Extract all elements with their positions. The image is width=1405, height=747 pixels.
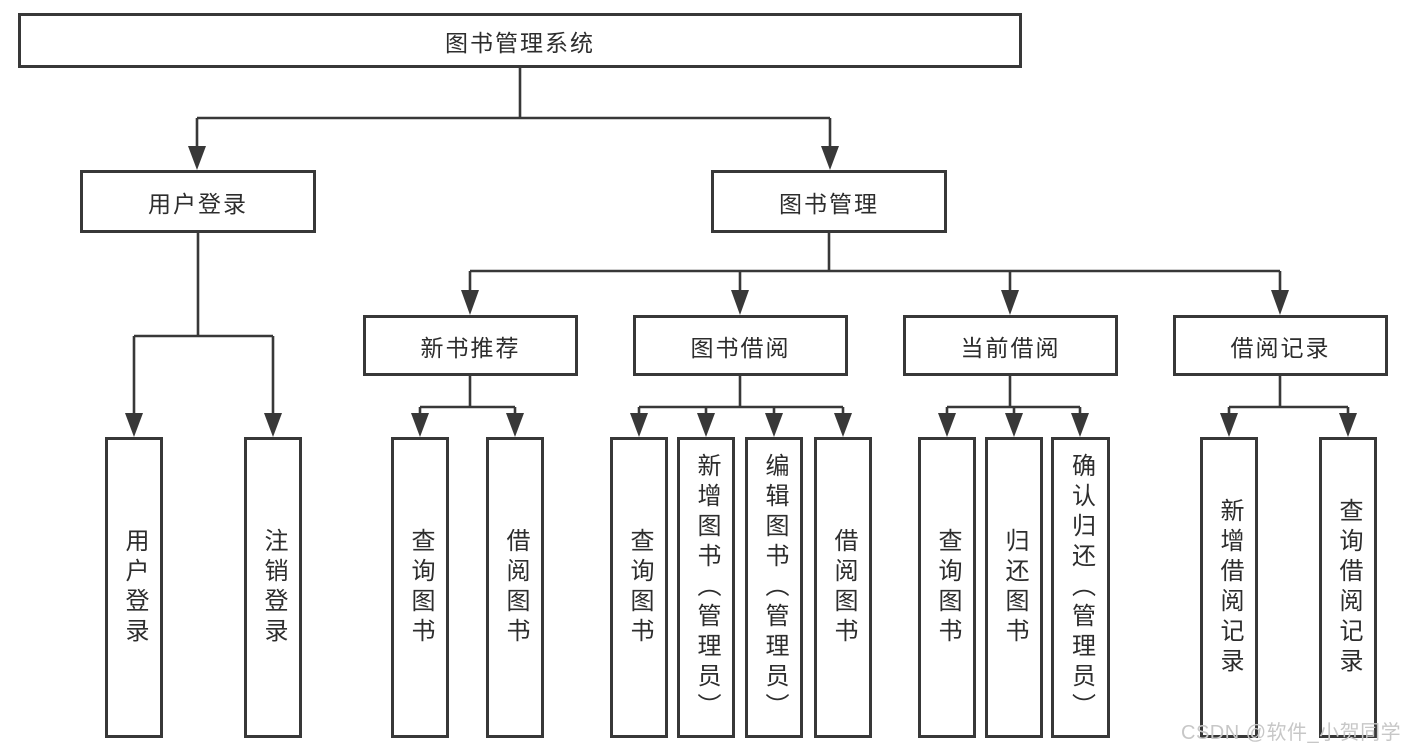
leaf-return-books: 归还图书 xyxy=(985,437,1043,738)
node-label: 用户登录 xyxy=(121,527,148,648)
leaf-edit-books-admin: 编辑图书（管理员） xyxy=(745,437,803,738)
leaf-borrow-books: 借阅图书 xyxy=(814,437,872,738)
node-label: 注销登录 xyxy=(260,527,287,648)
arrow-down-icon xyxy=(821,146,839,170)
arrow-down-icon xyxy=(411,413,429,437)
node-current-borrow: 当前借阅 xyxy=(903,315,1118,376)
node-label: 归还图书 xyxy=(1001,527,1028,648)
arrow-down-icon xyxy=(461,290,479,315)
node-label: 图书借阅 xyxy=(690,334,791,361)
node-label: 确认归还（管理员） xyxy=(1067,452,1095,723)
node-label: 借阅图书 xyxy=(830,527,857,648)
leaf-borrow-books-recommend: 借阅图书 xyxy=(486,437,544,738)
node-label: 编辑图书（管理员） xyxy=(761,452,788,723)
node-book-management: 图书管理 xyxy=(711,170,947,233)
arrow-down-icon xyxy=(1339,413,1357,437)
csdn-watermark: CSDN @软件_小贺同学 xyxy=(1181,722,1402,744)
node-label: 借阅记录 xyxy=(1230,334,1331,361)
arrow-down-icon xyxy=(188,146,206,170)
arrow-down-icon xyxy=(1005,413,1023,437)
arrow-down-icon xyxy=(697,413,715,437)
arrow-down-icon xyxy=(125,413,143,437)
arrow-down-icon xyxy=(938,413,956,437)
node-label: 新书推荐 xyxy=(420,334,521,361)
arrow-down-icon xyxy=(506,413,524,437)
arrow-down-icon xyxy=(834,413,852,437)
arrow-down-icon xyxy=(1071,413,1089,437)
node-label: 查询图书 xyxy=(934,527,961,648)
node-new-book-recommend: 新书推荐 xyxy=(363,315,578,376)
leaf-add-books-admin: 新增图书（管理员） xyxy=(677,437,735,738)
node-label: 查询图书 xyxy=(407,527,434,648)
node-book-borrow: 图书借阅 xyxy=(633,315,848,376)
node-label: 查询借阅记录 xyxy=(1335,497,1362,678)
leaf-query-borrow-record: 查询借阅记录 xyxy=(1319,437,1377,738)
leaf-confirm-return-admin: 确认归还（管理员） xyxy=(1051,437,1110,738)
node-borrow-records: 借阅记录 xyxy=(1173,315,1388,376)
arrow-down-icon xyxy=(765,413,783,437)
node-user-login: 用户登录 xyxy=(80,170,316,233)
node-label: 借阅图书 xyxy=(502,527,529,648)
leaf-user-login: 用户登录 xyxy=(105,437,163,738)
node-library-system: 图书管理系统 xyxy=(18,13,1022,68)
node-label: 当前借阅 xyxy=(960,334,1061,361)
node-label: 图书管理 xyxy=(779,190,879,217)
node-label: 用户登录 xyxy=(148,190,248,217)
arrow-down-icon xyxy=(1271,290,1289,315)
arrow-down-icon xyxy=(731,290,749,315)
leaf-query-books-recommend: 查询图书 xyxy=(391,437,449,738)
leaf-logout: 注销登录 xyxy=(244,437,302,738)
leaf-query-books-current: 查询图书 xyxy=(918,437,976,738)
node-label: 新增图书（管理员） xyxy=(693,452,720,723)
arrow-down-icon xyxy=(1220,413,1238,437)
node-label: 查询图书 xyxy=(626,527,653,648)
leaf-query-books-borrow: 查询图书 xyxy=(610,437,668,738)
node-label: 新增借阅记录 xyxy=(1216,497,1243,678)
arrow-down-icon xyxy=(264,413,282,437)
arrow-down-icon xyxy=(630,413,648,437)
leaf-add-borrow-record: 新增借阅记录 xyxy=(1200,437,1258,738)
node-label: 图书管理系统 xyxy=(445,29,595,56)
arrow-down-icon xyxy=(1001,290,1019,315)
